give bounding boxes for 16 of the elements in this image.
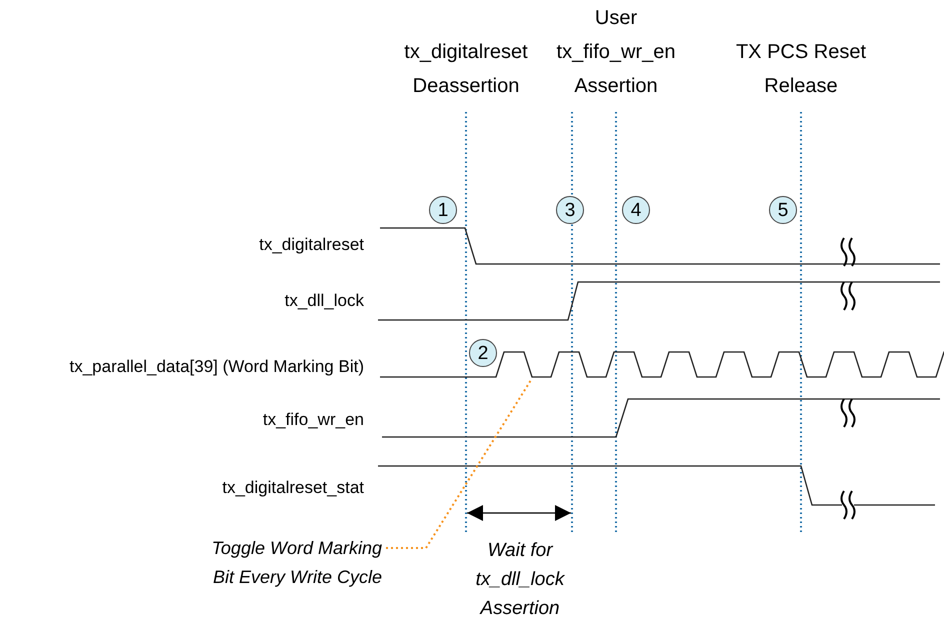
callout-number: 5 — [769, 196, 797, 224]
event-heading: TX PCS Reset Release — [734, 40, 868, 99]
callout-number: 2 — [469, 339, 497, 367]
signal-name: tx_dll_lock — [284, 290, 364, 312]
callout-number: 4 — [622, 196, 650, 224]
signal-name: tx_fifo_wr_en — [262, 409, 364, 431]
callout-number: 1 — [429, 196, 457, 224]
signal-name: tx_digitalreset — [259, 234, 364, 256]
signal-name: tx_digitalreset_stat — [222, 477, 364, 499]
event-heading: tx_digitalreset Deassertion — [403, 40, 529, 99]
signal-name: tx_parallel_data[39] (Word Marking Bit) — [70, 356, 364, 378]
note-text: Wait for tx_dll_lock Assertion — [474, 539, 566, 621]
leader-line — [386, 379, 532, 549]
annotation-text: Toggle Word Marking Bit Every Write Cycle — [196, 534, 382, 592]
event-heading: User tx_fifo_wr_en Assertion — [556, 6, 676, 99]
callout-number: 3 — [556, 196, 584, 224]
